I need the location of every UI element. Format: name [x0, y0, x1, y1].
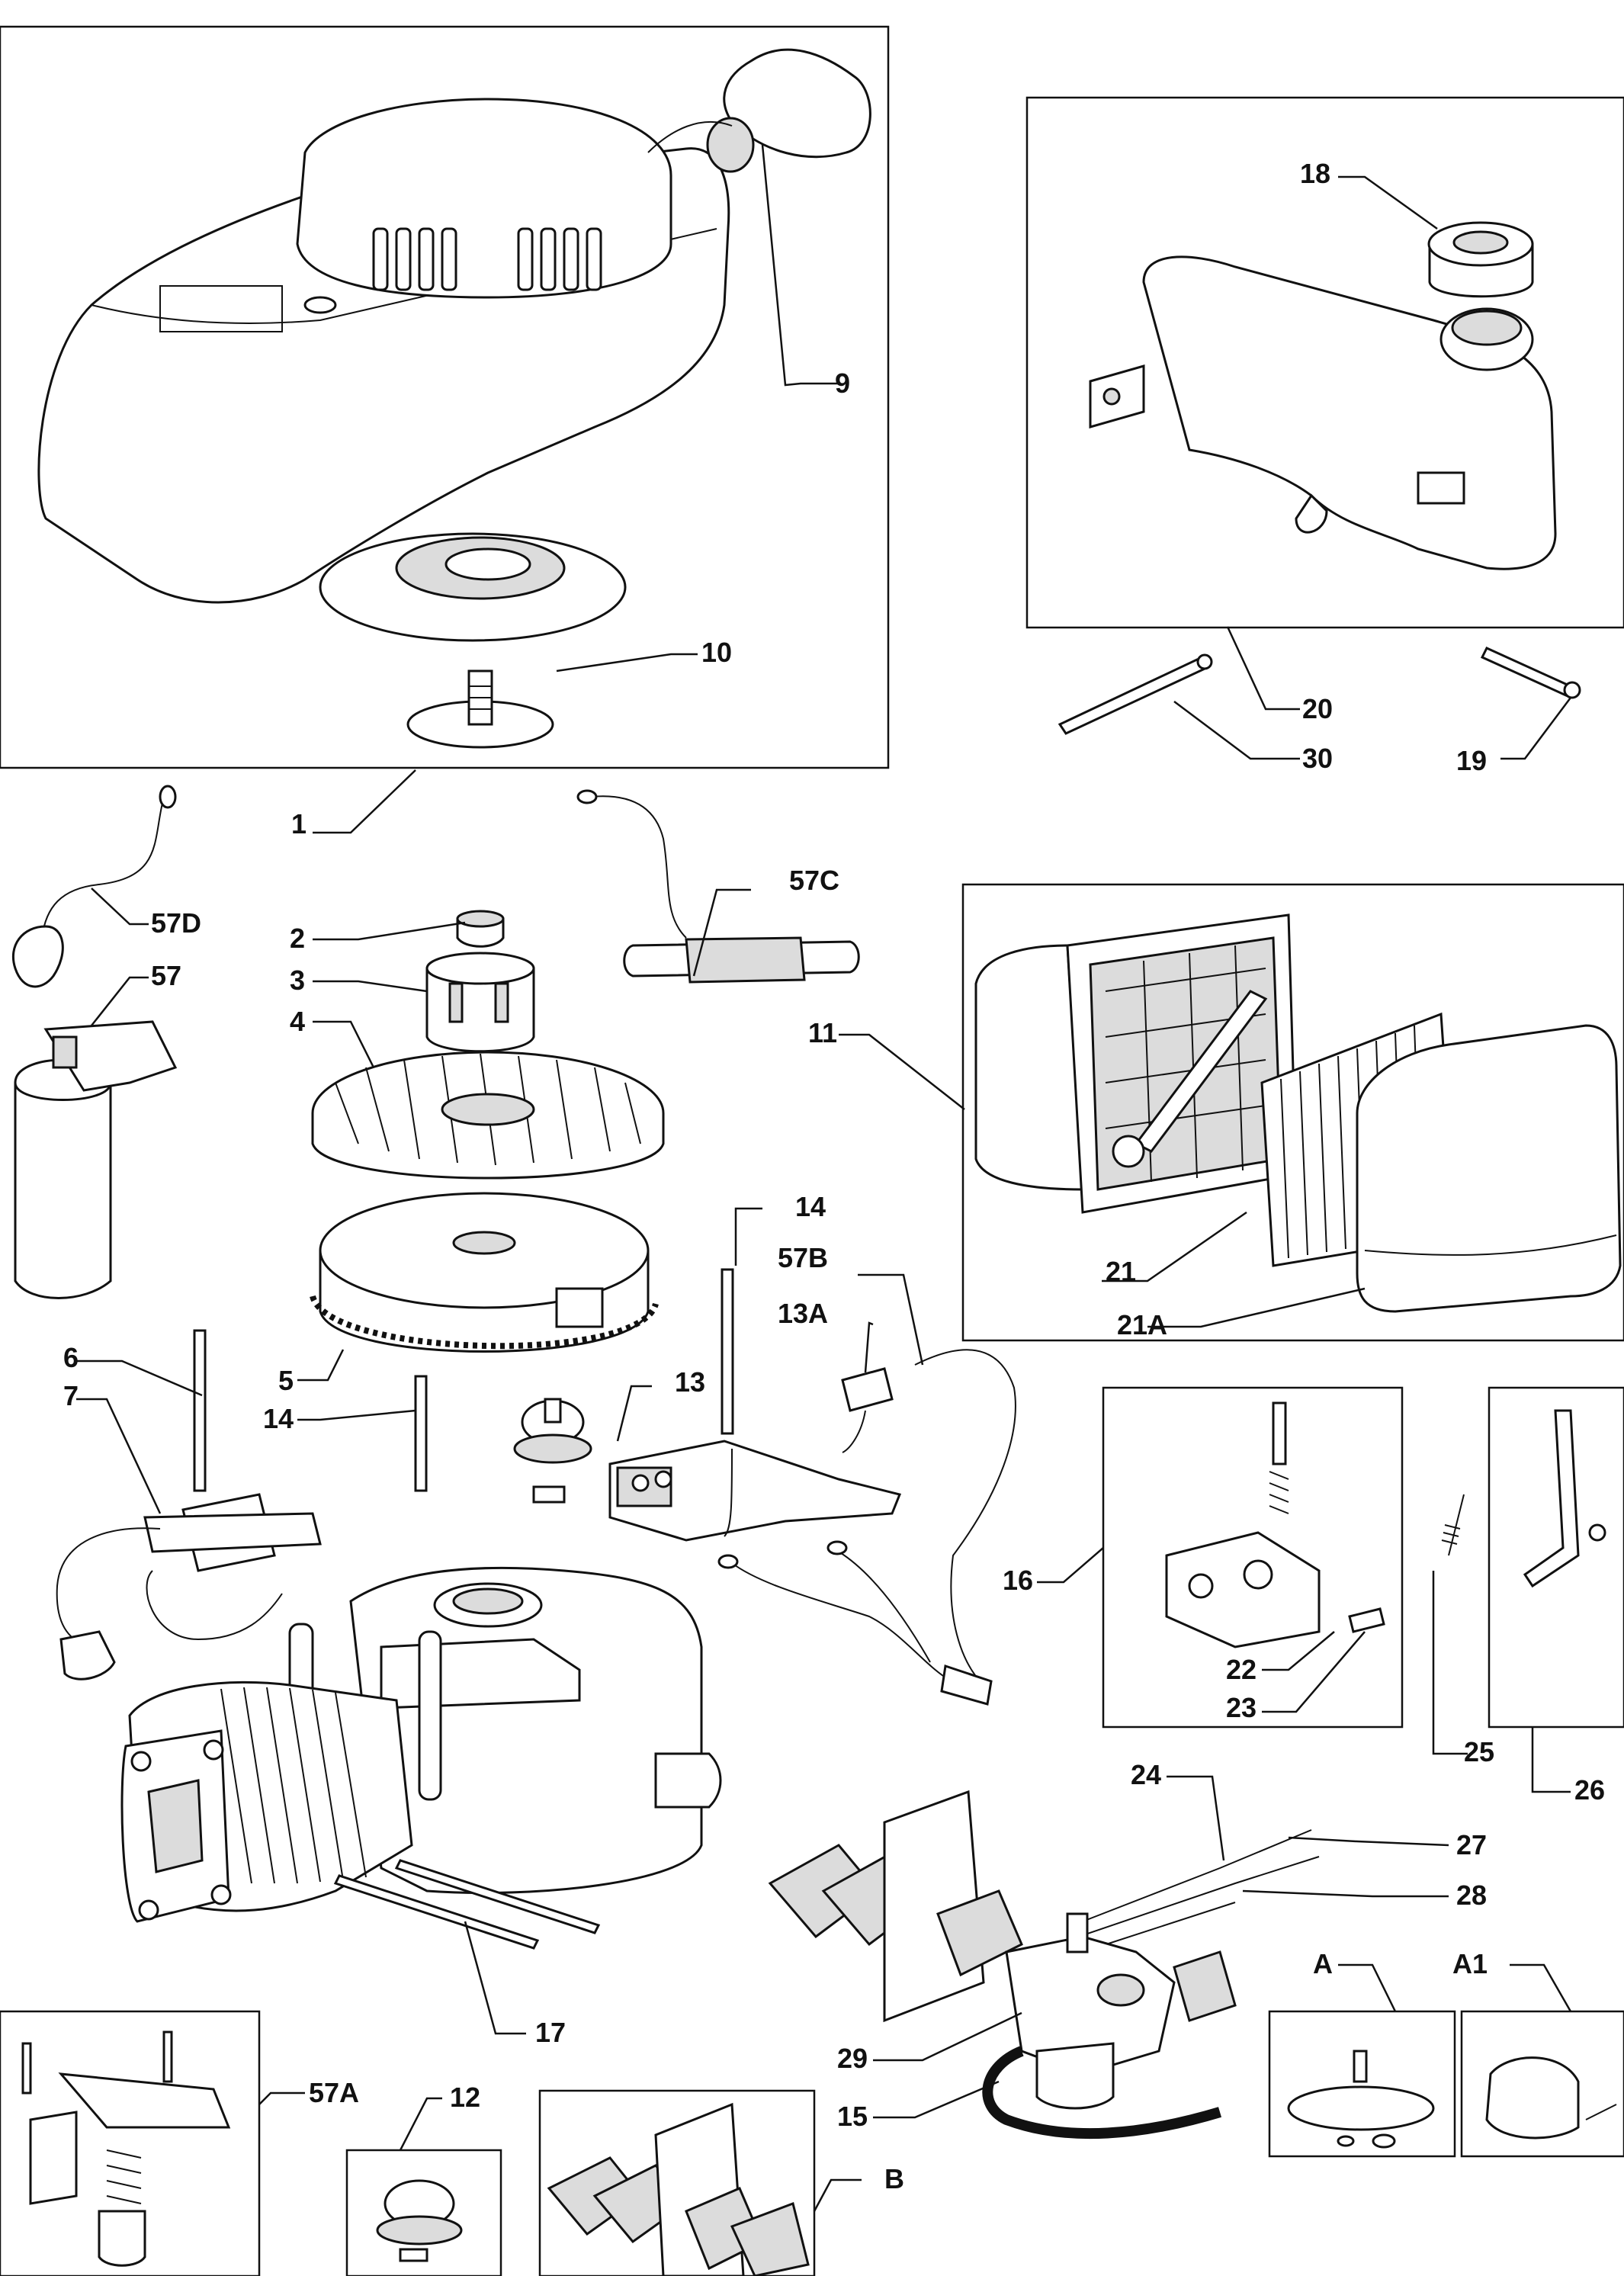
callout-25: 25: [1464, 1736, 1494, 1767]
callout-2: 2: [290, 923, 305, 954]
callout-13A: 13A: [778, 1298, 828, 1329]
callout-19: 19: [1456, 745, 1487, 776]
recoil-starter-cover: [37, 98, 730, 642]
callout-57D: 57D: [151, 907, 201, 939]
head-bolts-17: [333, 1859, 601, 1950]
carb-kit-a-parts: [1287, 2050, 1435, 2149]
leader-lines: [76, 144, 1572, 2212]
callout-17: 17: [535, 2017, 566, 2048]
callout-27: 27: [1456, 1829, 1487, 1860]
fuel-tank: [1089, 255, 1557, 570]
fuel-hose-15: [982, 2046, 1222, 2140]
carburetor-gaskets: [768, 1790, 1023, 2023]
engine-crankcase: [288, 1566, 722, 1894]
callout-14-top: 14: [795, 1191, 826, 1222]
callout-5: 5: [278, 1365, 294, 1396]
callout-B: B: [884, 2163, 904, 2194]
callout-3: 3: [290, 965, 305, 996]
starter-drive-57a: [21, 2030, 231, 2267]
gasket-set-b: [547, 2102, 810, 2276]
callout-23: 23: [1226, 1692, 1257, 1723]
callout-15: 15: [837, 2101, 868, 2132]
callout-21: 21: [1106, 1256, 1136, 1287]
callout-57C: 57C: [789, 865, 839, 896]
starter-handle: [647, 48, 871, 173]
callout-21A: 21A: [1117, 1309, 1167, 1340]
callout-57A: 57A: [309, 2077, 359, 2108]
callout-6: 6: [63, 1342, 79, 1373]
wiring-connector: [717, 1540, 993, 1706]
harness-57c: [576, 789, 860, 984]
flywheel-nut: [456, 910, 505, 948]
callout-9: 9: [835, 368, 850, 399]
box-part-12: [345, 2149, 502, 2276]
starter-cup: [425, 952, 535, 1053]
switch-bracket-13: [608, 1440, 902, 1542]
governor-spring-25: [1441, 1494, 1465, 1556]
box-starter-group: [0, 25, 890, 769]
callout-11: 11: [808, 1017, 837, 1048]
callout-28: 28: [1456, 1880, 1487, 1911]
cooling-fan: [311, 1051, 665, 1180]
callout-18: 18: [1300, 158, 1330, 189]
box-air-filter: [961, 883, 1624, 1342]
callout-10: 10: [701, 637, 732, 668]
carb-kit-a1-parts: [1485, 2056, 1617, 2140]
callout-A1: A1: [1452, 1948, 1488, 1979]
box-starter-motor-kit: [0, 2010, 261, 2276]
fuel-cap: [1427, 221, 1534, 298]
box-gasket-set: [538, 2089, 816, 2276]
ignition-coil: [56, 1493, 322, 1681]
box-carb-kit-a: [1268, 2010, 1456, 2158]
flywheel: [310, 1192, 659, 1353]
box-governor: [1102, 1386, 1404, 1729]
callout-30: 30: [1302, 743, 1333, 774]
electric-starter-motor: [14, 1020, 178, 1299]
governor-gear: [513, 1398, 592, 1504]
throttle-control-16: [1165, 1401, 1385, 1648]
callout-57B: 57B: [778, 1242, 828, 1273]
box-fuel-tank: [1025, 96, 1624, 629]
callout-29: 29: [837, 2043, 868, 2074]
callout-4: 4: [290, 1006, 305, 1037]
air-filter-housing: [1356, 1024, 1622, 1313]
carburetor: [1005, 1912, 1237, 2110]
linkage-rods: [1067, 1829, 1320, 1953]
callout-22: 22: [1226, 1654, 1257, 1685]
callout-12: 12: [450, 2082, 480, 2113]
cylinder-fins: [220, 1687, 367, 1884]
part-12-cam: [376, 2179, 463, 2262]
callout-1: 1: [291, 808, 307, 839]
engine-cylinder: [120, 1681, 413, 1923]
group-boxes: [0, 25, 1624, 2276]
callout-A: A: [1313, 1948, 1333, 1979]
callout-16: 16: [1003, 1565, 1033, 1596]
box-governor-arm: [1488, 1386, 1624, 1729]
callout-13: 13: [675, 1366, 705, 1398]
governor-arm-26: [1523, 1409, 1606, 1588]
air-filter-cover: [974, 913, 1298, 1214]
studs-14: [193, 1268, 734, 1492]
callout-14-bottom: 14: [263, 1403, 294, 1434]
callout-57: 57: [151, 960, 181, 991]
box-carb-kit-a1: [1460, 2010, 1624, 2158]
brake-switch-13a: [841, 1349, 1016, 1686]
callout-24: 24: [1131, 1759, 1161, 1790]
callout-20: 20: [1302, 693, 1333, 724]
ignition-wire-57d: [11, 785, 177, 988]
tank-bolts: [1058, 647, 1581, 735]
callout-26: 26: [1574, 1774, 1605, 1806]
callout-7: 7: [63, 1380, 79, 1411]
starter-pawl-hub: [406, 669, 554, 749]
callout-labels: 9 10 18 20 30 19 1 57D 57 2 3 4 57C 11 1…: [63, 158, 1605, 2194]
cover-vent-slots: [372, 227, 602, 291]
